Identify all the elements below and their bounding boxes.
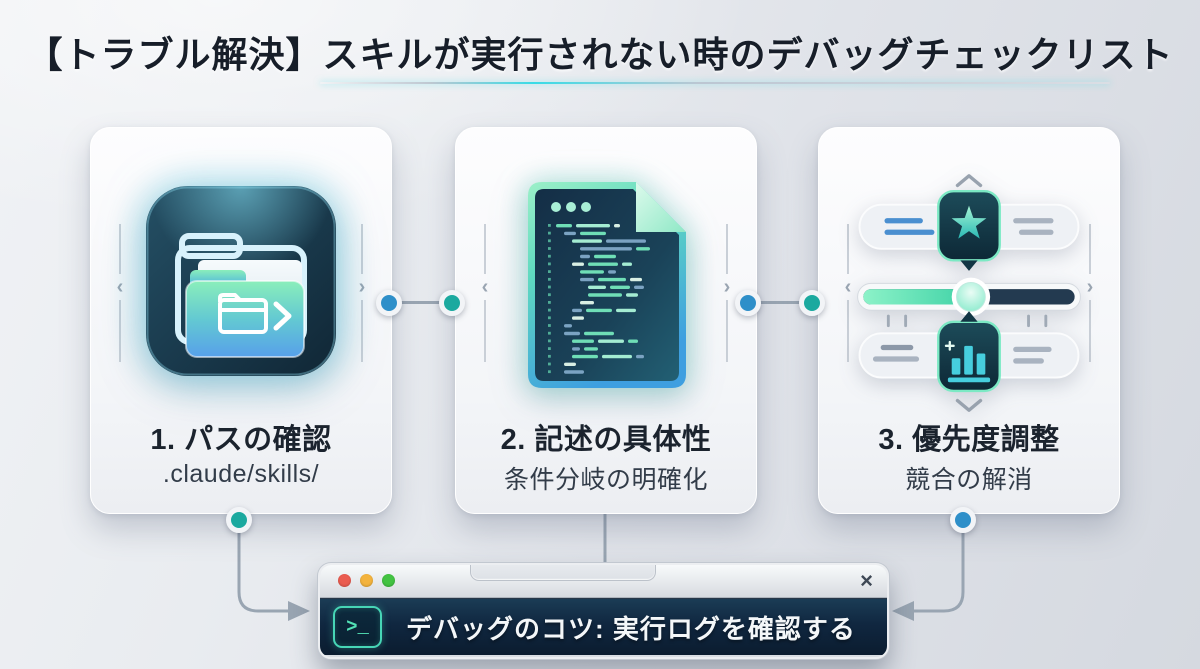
connector-right-elbow: [912, 526, 965, 613]
chevron-right-icon: ›: [358, 276, 366, 298]
chevron-up-icon: [955, 174, 983, 188]
deco-line: [119, 300, 121, 362]
chevron-right-icon: ›: [1086, 276, 1094, 298]
close-icon[interactable]: ×: [860, 568, 873, 593]
connector-left-elbow: [237, 526, 290, 613]
card1-left-deco: ‹: [109, 224, 131, 380]
chevron-right-icon: [273, 301, 292, 331]
subfolder-glyph: [218, 293, 268, 334]
deco-line: [484, 300, 486, 362]
page-title: 【トラブル解決】スキルが実行されない時のデバッグチェックリスト: [26, 34, 1174, 75]
card1-card2-link: [395, 301, 447, 304]
step-card-path-check: ‹ ›: [90, 127, 392, 514]
card3-title: 3. 優先度調整: [878, 424, 1060, 456]
deco-line: [726, 300, 728, 362]
terminal-titlebar: ×: [320, 565, 887, 598]
traffic-light-yellow: [360, 574, 373, 587]
chevron-right-icon: ›: [723, 276, 731, 298]
deco-line: [1089, 224, 1091, 274]
deco-line: [847, 224, 849, 274]
step-card-priority: ‹ ›: [818, 127, 1120, 514]
traffic-light-red: [338, 574, 351, 587]
star-icon: [951, 205, 987, 239]
card3-bottom-node: [950, 507, 976, 533]
terminal-prompt-icon: >_: [333, 606, 382, 648]
deco-line: [361, 224, 363, 274]
priority-slider: [857, 277, 1081, 317]
chevron-left-icon: ‹: [481, 276, 489, 298]
priority-adjust-icon: [844, 172, 1094, 414]
card1-bottom-node: [226, 507, 252, 533]
deco-line: [361, 300, 363, 362]
folder-app-icon: [146, 186, 336, 376]
deco-line: [847, 300, 849, 362]
card3-subtitle: 競合の解消: [905, 466, 1033, 494]
terminal-tip-text: デバッグのコツ: 実行ログを確認する: [406, 613, 856, 644]
terminal-body: >_ デバッグのコツ: 実行ログを確認する: [320, 598, 887, 655]
card1-right-deco: ›: [351, 224, 373, 380]
title-accent-line: [320, 82, 1110, 84]
card2-title: 2. 記述の具体性: [500, 424, 712, 456]
deco-line: [1089, 300, 1091, 362]
deco-line: [119, 224, 121, 274]
bar-chart-icon: [947, 345, 991, 383]
code-document-icon: [522, 178, 690, 392]
window-dots: [551, 202, 591, 212]
dog-ear-fold: [636, 182, 686, 232]
terminal-window: × >_ デバッグのコツ: 実行ログを確認する: [318, 563, 889, 659]
bar-chart-badge-icon: [937, 311, 1001, 393]
card2-subtitle: 条件分岐の明確化: [503, 466, 708, 494]
chevron-left-icon: ‹: [116, 276, 124, 298]
card2-left-deco: ‹: [474, 224, 496, 380]
slider-ticks: [886, 314, 1048, 328]
chevron-down-icon: [955, 398, 983, 412]
deco-line: [484, 224, 486, 274]
code-lines: [548, 224, 650, 374]
card1-right-node: [376, 290, 402, 316]
traffic-light-green: [382, 574, 395, 587]
card2-right-deco: ›: [716, 224, 738, 380]
titlebar-notch: [470, 565, 656, 581]
front-folder-icon: [185, 270, 305, 358]
card3-left-node: [799, 290, 825, 316]
arrow-right-icon: [288, 601, 310, 621]
star-badge-icon: [937, 190, 1001, 271]
chevron-left-icon: ‹: [844, 276, 852, 298]
arrow-left-icon: [892, 601, 914, 621]
step-card-description: ‹ ›: [455, 127, 757, 514]
card2-card3-link: [754, 301, 806, 304]
card2-left-node: [439, 290, 465, 316]
card3-left-deco: ‹: [837, 224, 859, 380]
card1-subtitle: .claude/skills/: [162, 460, 320, 488]
card2-right-node: [735, 290, 761, 316]
plus-icon: [944, 340, 955, 351]
card1-title: 1. パスの確認: [150, 424, 332, 456]
deco-line: [726, 224, 728, 274]
card3-right-deco: ›: [1079, 224, 1101, 380]
